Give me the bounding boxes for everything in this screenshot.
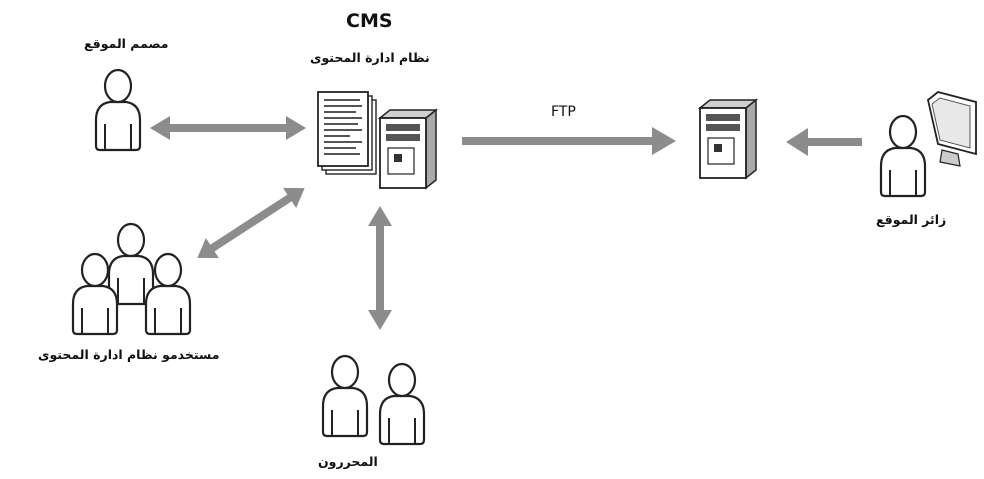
designer-person-icon [94, 68, 142, 152]
monitor-icon [926, 91, 977, 167]
cms-document-icon [317, 91, 377, 175]
cms-title: CMS [346, 10, 393, 32]
visitor-server-arrow [786, 128, 862, 156]
editors-label: المحررون [318, 454, 378, 469]
cms-users-group-icon [71, 222, 192, 336]
web-server-icon [699, 99, 757, 179]
cms-server-icon [379, 109, 437, 189]
designer-cms-arrow [150, 116, 306, 140]
editors-cms-arrow [368, 206, 392, 330]
cms-subtitle: نظام ادارة المحتوى [310, 50, 430, 65]
editors-group-icon [321, 354, 426, 446]
visitor-label: زائر الموقع [876, 212, 947, 227]
visitor-person-icon [879, 114, 927, 198]
designer-label: مصمم الموقع [84, 36, 169, 51]
ftp-arrow [462, 127, 676, 155]
ftp-label: FTP [551, 104, 576, 120]
cms-users-label: مستخدمو نظام ادارة المحتوى [38, 347, 220, 362]
users-cms-arrow [197, 187, 305, 259]
